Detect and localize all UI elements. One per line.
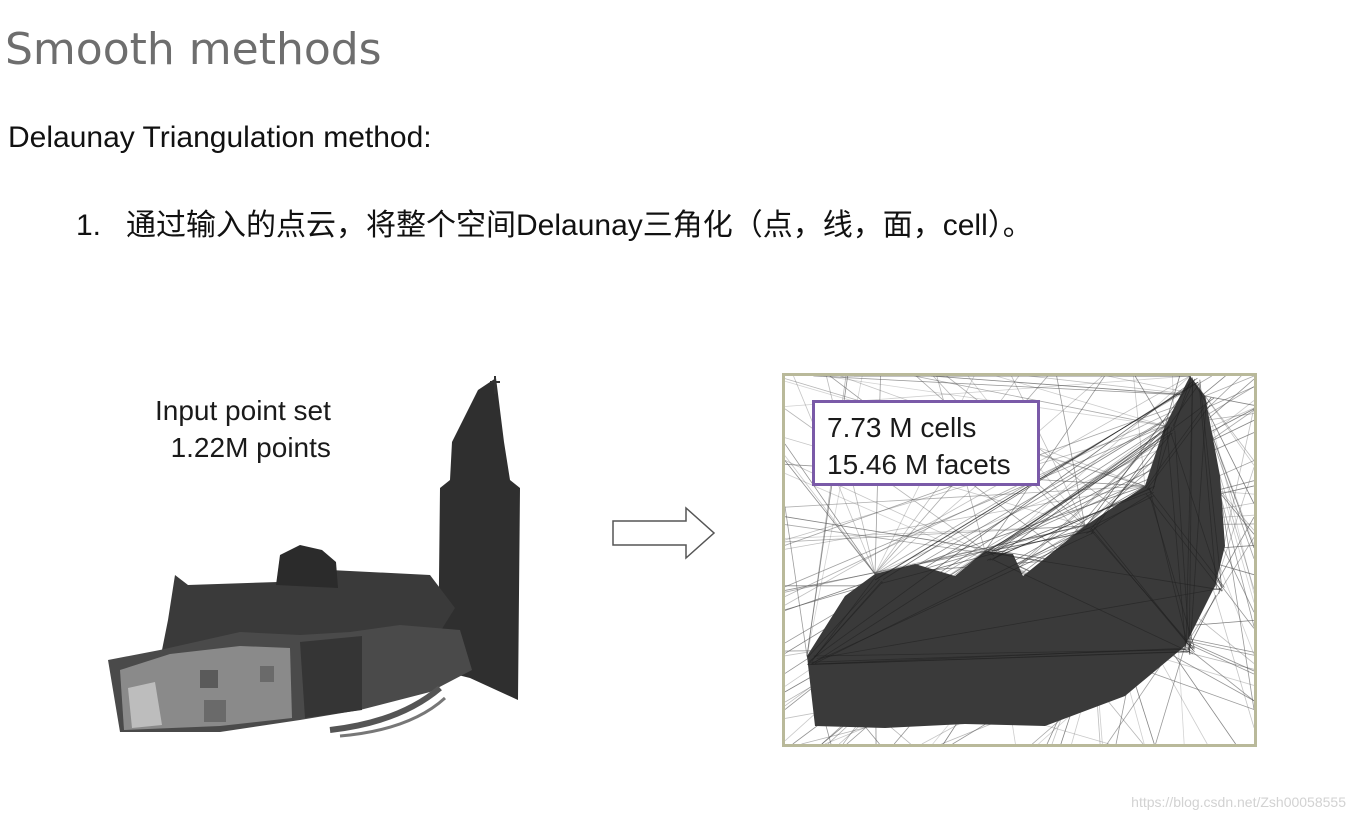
mesh-stats-box: 7.73 M cells 15.46 M facets	[812, 400, 1040, 486]
cells-count: 7.73 M cells	[827, 412, 977, 443]
bullet-number: 1.	[76, 209, 102, 242]
right-arrow-icon	[612, 506, 716, 560]
church-point-cloud-image	[108, 376, 520, 738]
triangulation-lines	[785, 376, 1254, 744]
delaunay-mesh-image: 7.73 M cells 15.46 M facets	[782, 373, 1257, 747]
watermark: https://blog.csdn.net/Zsh00058555	[1131, 794, 1346, 810]
caption-line-1: Input point set	[155, 395, 331, 426]
bullet-item: 1. 通过输入的点云，将整个空间Delaunay三角化（点，线，面，cell）。	[76, 200, 1033, 244]
point-set-caption: Input point set 1.22M points	[155, 392, 331, 466]
facets-count: 15.46 M facets	[827, 449, 1011, 480]
bullet-text: 通过输入的点云，将整个空间Delaunay三角化（点，线，面，cell）。	[126, 209, 1033, 242]
method-subheading: Delaunay Triangulation method:	[8, 121, 432, 154]
slide-title: Smooth methods	[5, 24, 382, 75]
caption-line-2: 1.22M points	[170, 432, 331, 463]
